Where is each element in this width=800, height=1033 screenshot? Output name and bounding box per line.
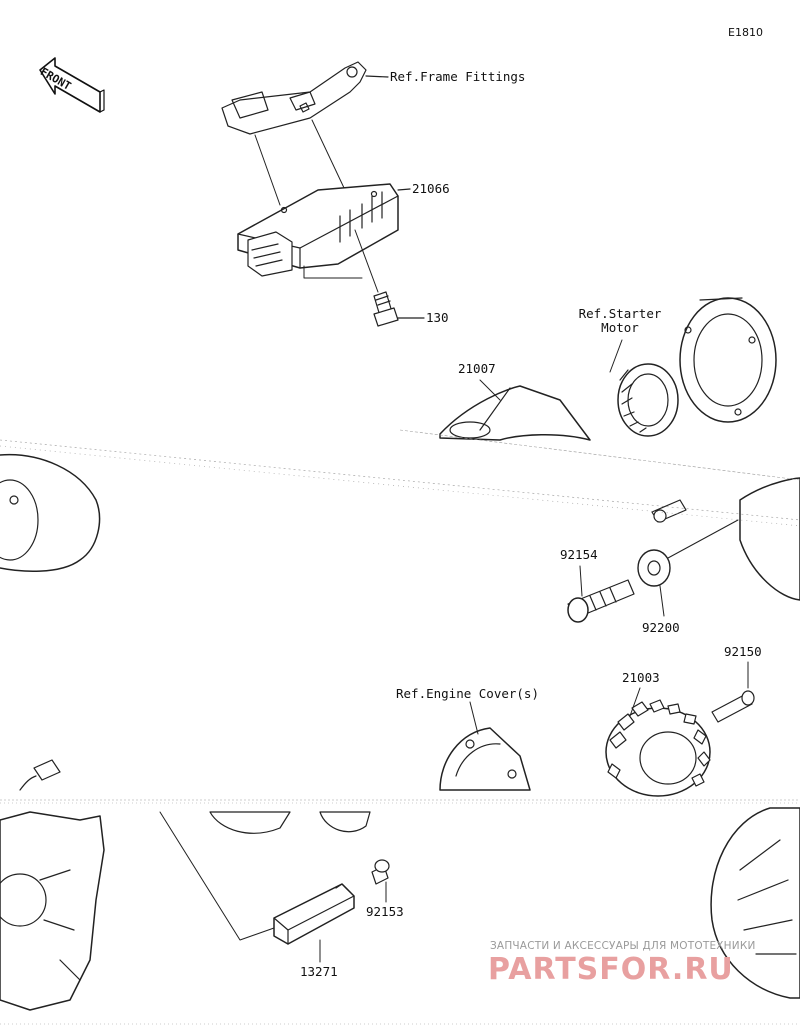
label-21003[interactable]: 21003 <box>622 670 660 685</box>
label-ref-starter-motor-line1: Ref.Starter <box>578 306 662 321</box>
bolt-92150 <box>711 690 755 723</box>
watermark-brand: PARTSFOR.RU <box>488 952 734 987</box>
label-ref-starter-motor-line2: Motor <box>601 320 639 336</box>
bolt-92154 <box>567 579 635 623</box>
sensor-13271 <box>273 883 355 945</box>
label-92153[interactable]: 92153 <box>366 904 404 919</box>
label-ref-engine-cover[interactable]: Ref.Engine Cover(s) <box>396 686 539 701</box>
leader-13271-guide <box>159 811 275 941</box>
bolt-92153 <box>371 859 390 885</box>
front-arrow-icon <box>39 57 105 113</box>
label-21066[interactable]: 21066 <box>412 181 450 196</box>
engine-cover-right-lower <box>710 807 800 999</box>
leader-92200 <box>659 585 665 617</box>
leader-92154 <box>579 565 583 597</box>
starter-clutch <box>617 363 679 437</box>
bolt-130 <box>373 291 399 327</box>
starter-clutch-housing <box>679 297 777 423</box>
label-92200[interactable]: 92200 <box>642 620 680 635</box>
leader-engine-cover <box>469 701 479 735</box>
crankcase-left <box>0 811 105 1011</box>
washer-92200 <box>637 549 671 587</box>
regulator-rectifier <box>237 183 399 277</box>
small-bolt-upper <box>651 499 687 523</box>
engine-cover-center <box>439 727 531 791</box>
rotor-21007 <box>439 385 591 441</box>
label-13271[interactable]: 13271 <box>300 964 338 979</box>
stator-21003 <box>605 699 711 797</box>
label-130[interactable]: 130 <box>426 310 449 325</box>
watermark-tagline: ЗАПЧАСТИ И АКСЕССУАРЫ ДЛЯ МОТОТЕХНИКИ <box>490 940 756 952</box>
label-ref-frame-fittings[interactable]: Ref.Frame Fittings <box>390 69 526 84</box>
frame-fittings-bracket <box>221 61 367 135</box>
leader-21007 <box>479 379 501 401</box>
scan-noise <box>0 429 800 1025</box>
label-92154[interactable]: 92154 <box>560 547 598 562</box>
engine-cover-right-upper <box>739 477 800 601</box>
label-21007[interactable]: 21007 <box>458 361 496 376</box>
diagram-code: E1810 <box>728 26 763 39</box>
wire-connector <box>19 759 61 791</box>
leader-21003 <box>629 687 641 717</box>
leader-frame-fittings <box>365 75 389 78</box>
pickup-coil-area <box>209 811 371 834</box>
leader-21066 <box>397 188 411 191</box>
engine-cover-left <box>0 453 101 572</box>
label-92150[interactable]: 92150 <box>724 644 762 659</box>
label-ref-starter-motor[interactable]: Ref.Starter Motor <box>572 306 668 336</box>
